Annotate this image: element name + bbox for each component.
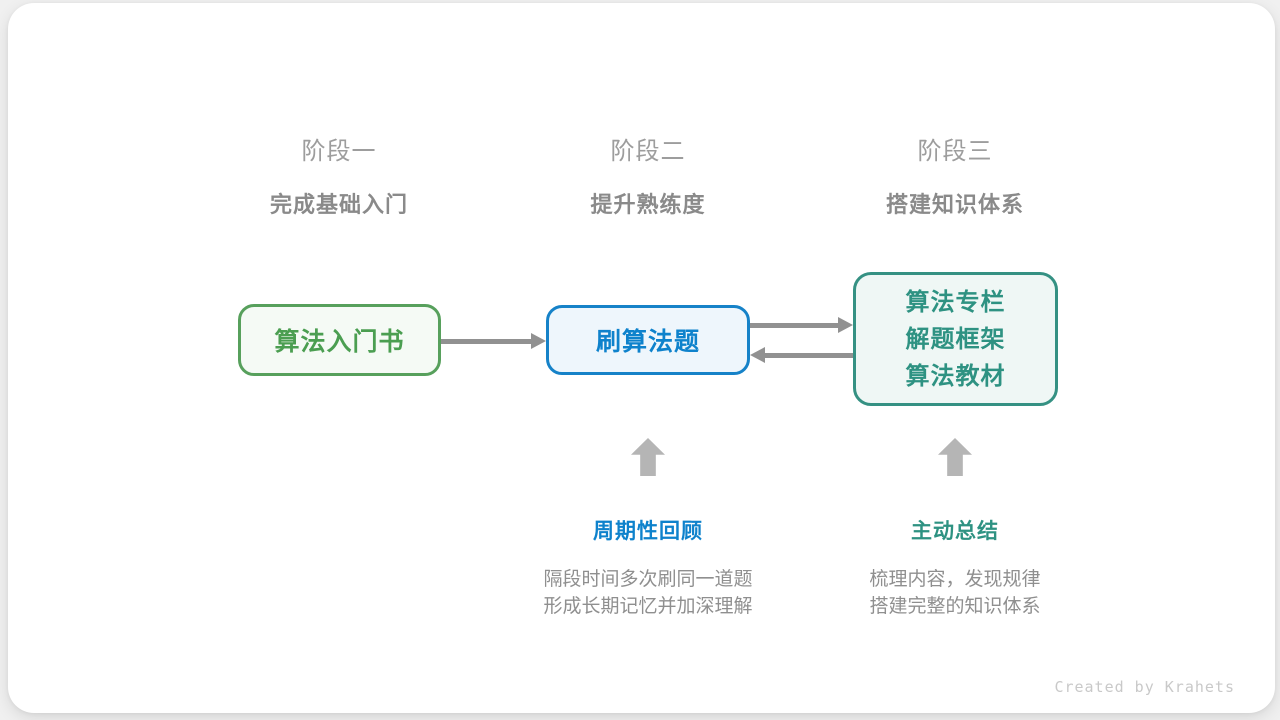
- node-intro-book-label: 算法入门书: [274, 328, 405, 356]
- annotation-active-summary-desc: 梳理内容，发现规律 搭建完整的知识体系: [869, 566, 1040, 620]
- node-practice-problems: 刷算法题: [546, 305, 750, 375]
- stage-3-subtitle: 搭建知识体系: [885, 192, 1025, 217]
- arrow-head: [531, 333, 546, 349]
- node-knowledge-resources: 算法专栏 解题框架 算法教材: [853, 272, 1058, 406]
- annotation-active-summary-title: 主动总结: [910, 520, 999, 543]
- stage-1-subtitle: 完成基础入门: [269, 192, 409, 217]
- annotation-periodic-review-title: 周期性回顾: [592, 520, 703, 543]
- stage-3-label: 阶段三: [917, 138, 993, 165]
- arrow-left-icon: [750, 347, 853, 363]
- arrow-shaft: [763, 352, 853, 358]
- stage-3-header: 阶段三 搭建知识体系: [886, 131, 1024, 219]
- stage-2-header: 阶段二 提升熟练度: [590, 131, 705, 219]
- arrow-shaft: [441, 338, 533, 344]
- stage-2-subtitle: 提升熟练度: [590, 192, 706, 217]
- arrow-shaft: [750, 322, 840, 328]
- arrow-right-icon: [750, 317, 853, 333]
- desc-line: 隔段时间多次刷同一道题: [543, 569, 753, 590]
- annotation-periodic-review: 周期性回顾 隔段时间多次刷同一道题 形成长期记忆并加深理解: [543, 515, 752, 620]
- node-resource-framework: 解题框架: [905, 325, 1006, 353]
- node-resource-textbook: 算法教材: [905, 362, 1006, 390]
- node-practice-problems-label: 刷算法题: [595, 328, 700, 356]
- desc-line: 形成长期记忆并加深理解: [543, 596, 753, 617]
- arrow-head: [750, 347, 765, 363]
- arrow-up-icon: [938, 438, 972, 476]
- stage-2-label: 阶段二: [610, 138, 686, 165]
- node-intro-book: 算法入门书: [238, 304, 441, 376]
- credit-text: Created by Krahets: [1054, 678, 1235, 696]
- desc-line: 搭建完整的知识体系: [869, 596, 1041, 617]
- annotation-periodic-review-desc: 隔段时间多次刷同一道题 形成长期记忆并加深理解: [543, 566, 752, 620]
- arrow-head: [838, 317, 853, 333]
- desc-line: 梳理内容，发现规律: [869, 569, 1041, 590]
- arrow-up-icon: [631, 438, 665, 476]
- diagram-card: 阶段一 完成基础入门 阶段二 提升熟练度 阶段三 搭建知识体系 算法入门书 刷算…: [8, 3, 1275, 713]
- stage-1-label: 阶段一: [301, 138, 377, 165]
- arrow-right-icon: [441, 333, 546, 349]
- node-resource-column: 算法专栏: [905, 288, 1006, 316]
- annotation-active-summary: 主动总结 梳理内容，发现规律 搭建完整的知识体系: [869, 515, 1040, 620]
- stage-1-header: 阶段一 完成基础入门: [270, 131, 408, 219]
